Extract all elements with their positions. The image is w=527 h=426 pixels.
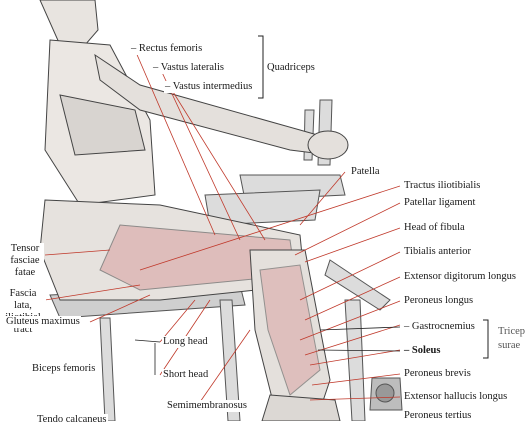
label-patella: Patella	[350, 166, 381, 178]
label-tensor-fasciae-latae: Tensor fasciae fatae	[6, 243, 44, 279]
label-long-head: Long head	[162, 336, 209, 348]
black-leader-lines	[134, 326, 401, 375]
label-peroneus-longus: Peroneus longus	[403, 295, 475, 307]
label-tibialis-anterior: Tibialis anterior	[403, 246, 472, 258]
label-triceps-surae-1: Tricep	[497, 326, 527, 338]
label-biceps-femoris: Biceps femoris	[31, 363, 97, 375]
triceps-surae-bracket	[483, 319, 489, 359]
label-peroneus-brevis: Peroneus brevis	[403, 368, 472, 380]
figure-body	[39, 0, 349, 421]
label-tendo-calcaneus: Tendo calcaneus	[36, 414, 108, 426]
label-vastus-intermedius: – Vastus intermedius	[164, 81, 254, 93]
label-vastus-lateralis: – Vastus lateralis	[152, 62, 225, 74]
label-peroneus-tertius: Peroneus tertius	[403, 410, 473, 422]
label-triceps-surae-2: surae	[497, 340, 522, 352]
label-quadriceps: Quadriceps	[266, 62, 316, 74]
label-tractus-iliotibialis: Tractus iliotibialis	[403, 180, 482, 192]
label-fascia-lata: Fascia lata, iliotibial tract	[0, 288, 46, 336]
label-patellar-ligament: Patellar ligament	[403, 197, 477, 209]
quadriceps-bracket	[258, 35, 264, 99]
label-semimembranosus: Semimembranosus	[166, 400, 248, 412]
label-extensor-digitorum-longus: Extensor digitorum longus	[403, 271, 517, 283]
label-gastrocnemius: – Gastrocnemius	[403, 321, 476, 333]
label-head-of-fibula: Head of fibula	[403, 222, 466, 234]
label-soleus: – Soleus	[403, 345, 442, 357]
label-rectus-femoris: – Rectus femoris	[130, 43, 204, 55]
label-gluteus-maximus: Gluteus maximus	[5, 316, 81, 328]
red-leader-lines	[44, 49, 401, 403]
label-extensor-hallucis-longus: Extensor hallucis longus	[403, 391, 509, 403]
label-short-head: Short head	[162, 369, 210, 381]
